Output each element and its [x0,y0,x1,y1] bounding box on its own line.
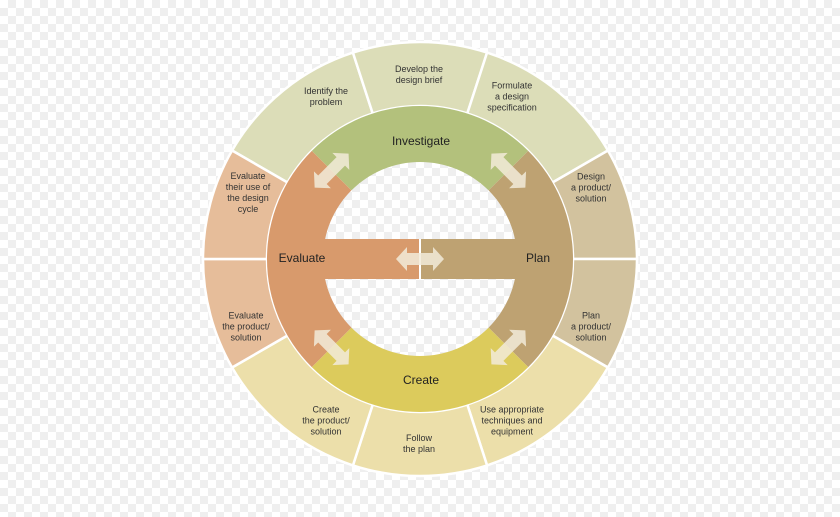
inner-ring [267,106,573,412]
step-evaluate-design-cycle: Evaluate their use of the design cycle [225,171,271,214]
step-create-product: Create the product/ solution [302,404,350,437]
step-develop-brief: Develop the design brief [394,64,444,85]
step-use-techniques: Use appropriate techniques and equipment [479,404,545,437]
arrow-evaluate-investigate [313,152,350,189]
inner-segment-evaluate [267,150,352,368]
inner-segment-plan [488,150,573,368]
stage-evaluate-label: Evaluate [278,251,326,265]
step-plan-product: Plan a product/ solution [570,310,612,343]
step-design-product: Design a product/ solution [570,171,612,204]
stage-plan-label: Plan [525,251,551,265]
arrow-create-evaluate [313,329,350,366]
inner-segment-create [311,327,529,412]
step-identify-problem: Identify the problem [303,86,349,107]
arrow-investigate-plan [490,152,527,189]
outer-ring [201,40,639,478]
step-follow-plan: Follow the plan [402,433,436,454]
arrow-plan-create [490,329,527,366]
stage-investigate-label: Investigate [391,134,451,148]
arrow-center [396,247,444,271]
step-formulate-specification: Formulate a design specification [487,80,537,113]
inner-segment-investigate [311,106,529,191]
step-evaluate-product: Evaluate the product/ solution [222,310,270,343]
arrows [313,152,527,366]
stage-create-label: Create [402,373,440,387]
